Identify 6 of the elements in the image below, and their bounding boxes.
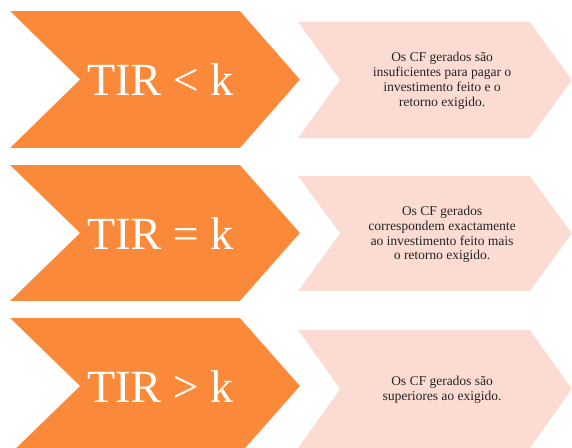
- description-text: Os CF gerados correspondem exactamente ao investimento feito mais o retorno exigido.: [367, 204, 517, 264]
- chevron-label: TIR > k: [86, 360, 234, 412]
- chevron-label: TIR < k: [86, 53, 234, 106]
- description-text: Os CF gerados são insuficientes para pagar o investimento feito e o retorno exigido.: [372, 50, 512, 110]
- description-text: Os CF gerados são superiores ao exigido.: [382, 374, 502, 404]
- chevron-label: TIR = k: [86, 206, 234, 260]
